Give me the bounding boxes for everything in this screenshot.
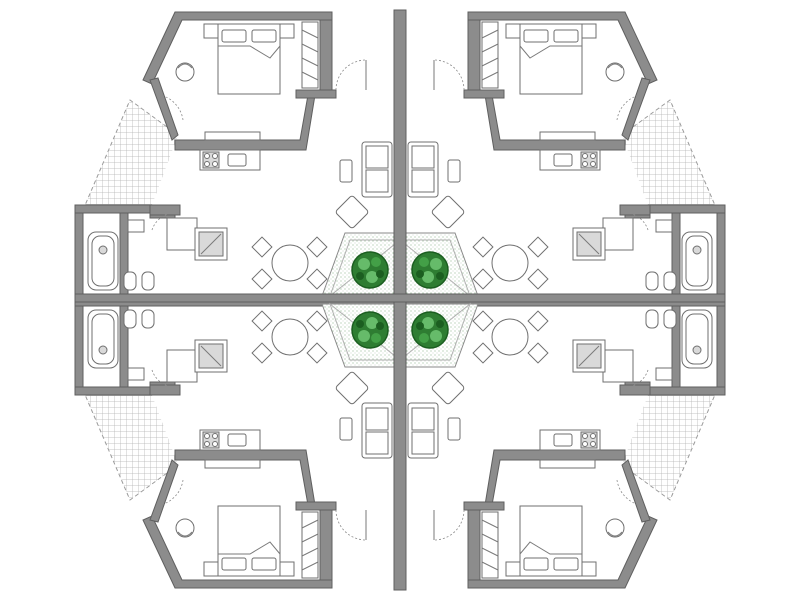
- unit-bottom-left: [74, 297, 407, 589]
- central-wall-horizontal: [74, 293, 726, 303]
- unit-bottom-right: [393, 297, 726, 589]
- unit-top-right: [393, 11, 726, 303]
- unit-top-left: [74, 11, 407, 303]
